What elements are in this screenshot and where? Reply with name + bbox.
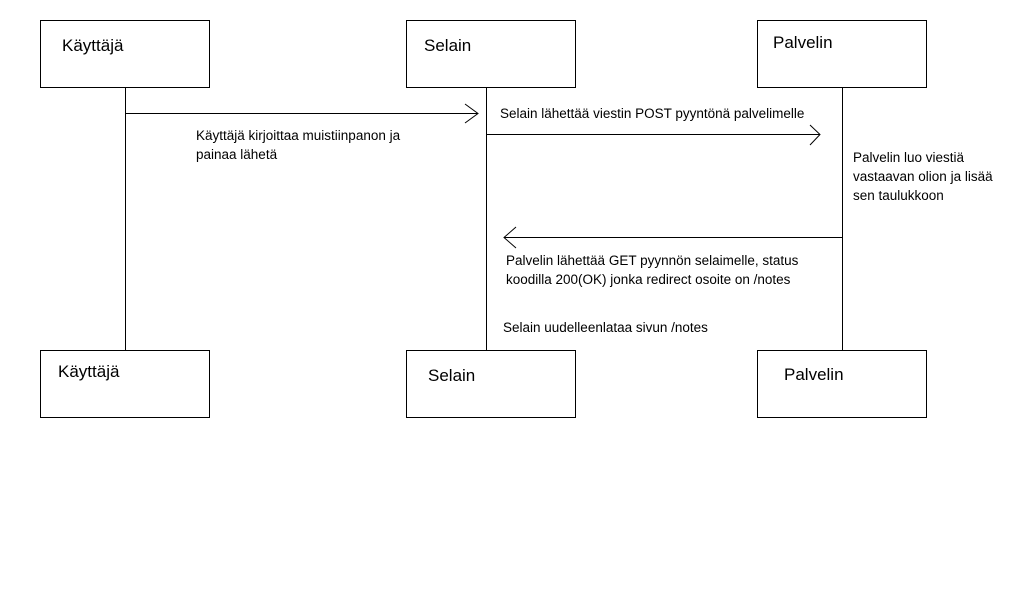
message-browser-to-server: Selain lähettää viestin POST pyyntönä pa… (500, 104, 804, 123)
arrow-user-to-browser (125, 103, 479, 124)
note-browser-reload: Selain uudelleenlataa sivun /notes (503, 318, 708, 337)
message-line: Käyttäjä kirjoittaa muistiinpanon ja (196, 128, 401, 143)
participant-label-server-bottom: Palvelin (784, 365, 844, 384)
participant-label-browser-top: Selain (424, 36, 472, 55)
message-line: vastaavan olion ja lisää (853, 169, 993, 184)
message-line: painaa lähetä (196, 147, 278, 162)
arrow-server-to-browser (503, 226, 843, 249)
participant-box-user-bottom: Käyttäjä (40, 350, 210, 418)
participant-box-server-top: Palvelin (757, 20, 927, 88)
participant-label-browser-bottom: Selain (428, 366, 476, 385)
participant-label-user-bottom: Käyttäjä (58, 362, 120, 381)
note-server: Palvelin luo viestiä vastaavan olion ja … (853, 148, 993, 205)
participant-box-user-top: Käyttäjä (40, 20, 210, 88)
arrow-browser-to-server (486, 124, 821, 146)
message-line: koodilla 200(OK) jonka redirect osoite o… (506, 272, 791, 287)
message-user-to-browser: Käyttäjä kirjoittaa muistiinpanon ja pai… (196, 126, 400, 164)
participant-label-user-top: Käyttäjä (62, 36, 124, 55)
participant-label-server-top: Palvelin (773, 33, 833, 52)
message-line: Selain uudelleenlataa sivun /notes (503, 320, 708, 335)
message-server-to-browser: Palvelin lähettää GET pyynnön selaimelle… (506, 251, 798, 289)
participant-box-browser-top: Selain (406, 20, 576, 88)
participant-box-server-bottom: Palvelin (757, 350, 927, 418)
participant-box-browser-bottom: Selain (406, 350, 576, 418)
message-line: sen taulukkoon (853, 188, 944, 203)
message-line: Palvelin luo viestiä (853, 150, 965, 165)
message-line: Selain lähettää viestin POST pyyntönä pa… (500, 106, 805, 121)
message-line: Palvelin lähettää GET pyynnön selaimelle… (506, 253, 799, 268)
